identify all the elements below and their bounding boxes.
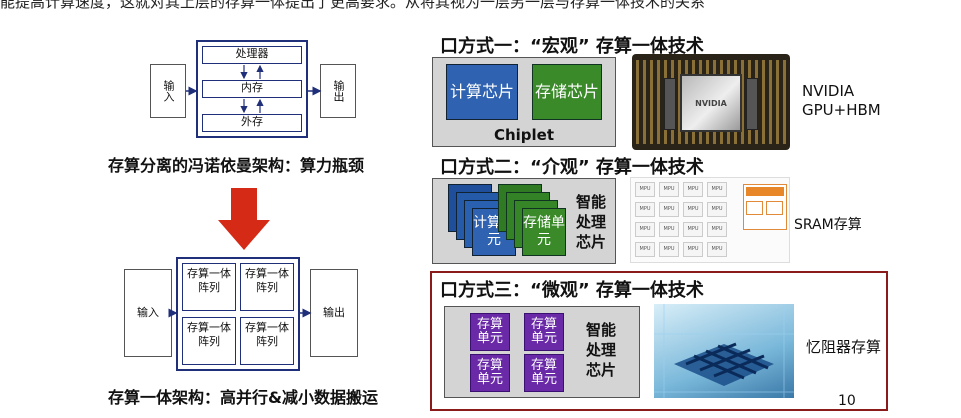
mpu-cell: MPU	[635, 242, 655, 257]
macro-chiplet-label: Chiplet	[493, 126, 555, 144]
mpu-cell: MPU	[659, 202, 679, 217]
macro-compute-chip: 计算芯片	[446, 64, 518, 120]
micro-proc-label: 智能处理芯片	[585, 321, 616, 379]
mpu-cell: MPU	[683, 182, 703, 197]
mpu-cell: MPU	[683, 202, 703, 217]
mpu-detail-cell2	[766, 201, 783, 215]
mpu-cell: MPU	[707, 182, 727, 197]
hbm-left	[664, 78, 676, 130]
vn-arrows	[186, 64, 322, 114]
page-number: 10	[838, 393, 856, 409]
mpu-cell: MPU	[635, 202, 655, 217]
micro-cell: 存算单元	[470, 313, 510, 351]
micro-frame	[430, 271, 888, 411]
mpu-cell: MPU	[635, 182, 655, 197]
down-arrow	[218, 188, 270, 250]
macro-title: 口方式一：“宏观” 存算一体技术	[440, 36, 704, 57]
micro-cell: 存算单元	[524, 354, 564, 392]
mpu-cell: MPU	[683, 222, 703, 237]
mpu-detail-cell1	[746, 201, 763, 215]
mpu-detail	[743, 184, 787, 230]
vn-input-label: 输入	[162, 80, 175, 102]
memristor-grid-svg	[654, 304, 794, 398]
vn-input-box: 输入	[150, 64, 186, 118]
gpu-die: NVIDIA	[680, 74, 742, 132]
macro-store-chip: 存储芯片	[532, 64, 602, 120]
vn-processor-box: 处理器	[202, 46, 302, 64]
cim-caption: 存算一体架构：高并行&减小数据搬运	[108, 388, 378, 407]
cim-arrows	[168, 308, 312, 318]
meso-title: 口方式二：“介观” 存算一体技术	[440, 157, 704, 178]
vn-storage-box: 外存	[202, 114, 302, 132]
mpu-cell: MPU	[659, 222, 679, 237]
vn-output-label: 输出	[332, 80, 345, 102]
hbm-right	[746, 78, 758, 130]
top-banner: 能提高计算速度，这就对其上层的存算一体提出了更高要求。从将其视为一层另一层与存算…	[0, 0, 706, 9]
cim-diagram: 输入 存算一体阵列 存算一体阵列 存算一体阵列 存算一体阵列 输出	[118, 255, 378, 373]
micro-label: 忆阻器存算	[806, 338, 882, 356]
cim-cell-4: 存算一体阵列	[240, 317, 294, 365]
cim-cell-1: 存算一体阵列	[182, 263, 236, 311]
vn-caption: 存算分离的冯诺依曼架构：算力瓶颈	[108, 156, 365, 175]
mpu-detail-header	[746, 187, 784, 196]
mpu-cell: MPU	[635, 222, 655, 237]
mpu-cell: MPU	[683, 242, 703, 257]
meso-store-unit: 存储单元	[522, 208, 566, 256]
micro-cell: 存算单元	[470, 354, 510, 392]
micro-title: 口方式三：“微观” 存算一体技术	[440, 280, 704, 301]
mpu-cell: MPU	[659, 242, 679, 257]
mpu-cell: MPU	[659, 182, 679, 197]
gpu-image: NVIDIA	[632, 54, 790, 150]
memristor-image	[654, 304, 794, 398]
mpu-cell: MPU	[707, 242, 727, 257]
meso-proc-label: 智能处理芯片	[575, 193, 606, 251]
mpu-grid: MPU MPU MPU MPU MPU MPU MPU MPU MPU MPU MPU MPU MPU M…	[630, 177, 790, 263]
macro-label: NVIDIA GPU+HBM	[802, 82, 881, 119]
gpu-brand-text: NVIDIA	[695, 99, 727, 108]
vn-memory-box: 内存	[202, 80, 302, 98]
cim-cell-3: 存算一体阵列	[182, 317, 236, 365]
mpu-cell: MPU	[707, 202, 727, 217]
meso-label: SRAM存算	[794, 217, 862, 233]
micro-cell: 存算单元	[524, 313, 564, 351]
von-neumann-diagram: 输入 处理器 内存 外存 输出	[140, 38, 370, 148]
cim-cell-2: 存算一体阵列	[240, 263, 294, 311]
mpu-cell: MPU	[707, 222, 727, 237]
